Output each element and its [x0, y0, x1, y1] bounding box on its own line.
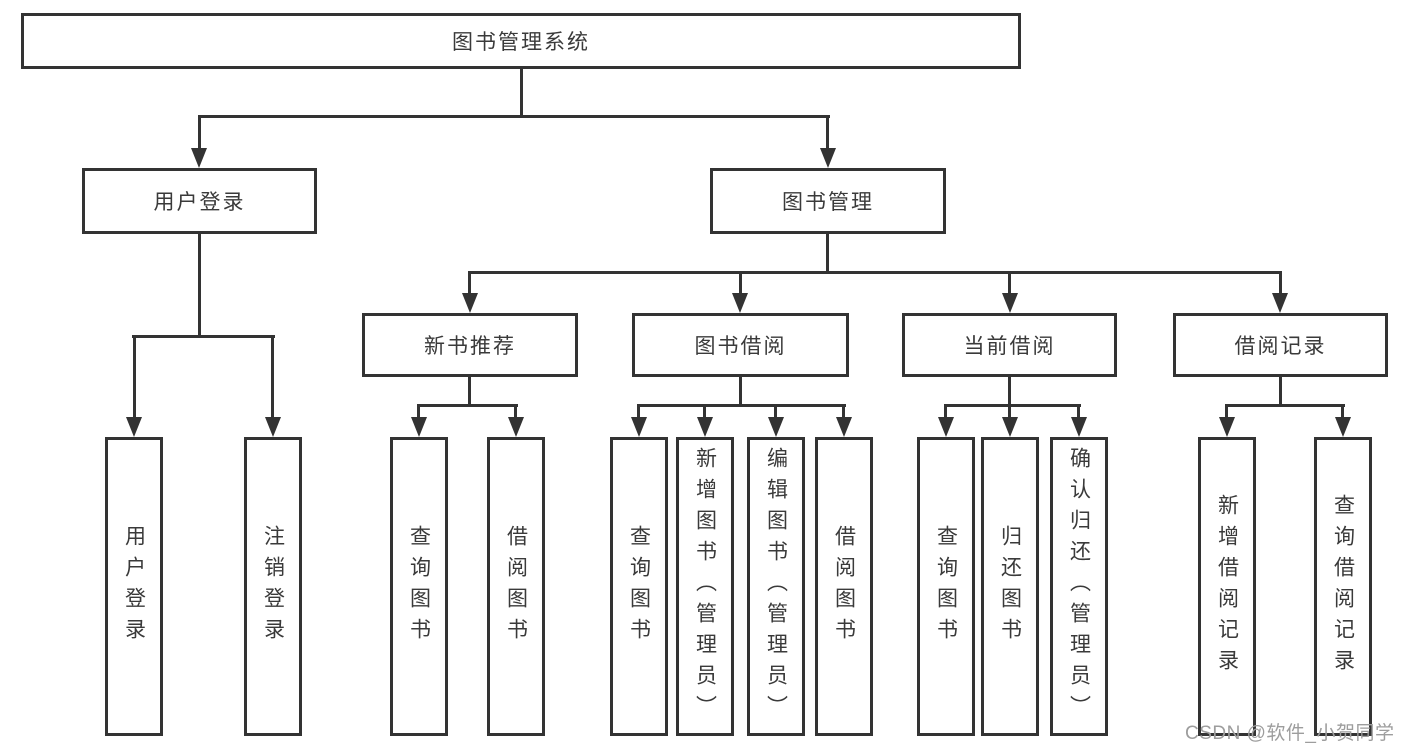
connector-line — [271, 335, 274, 417]
connector-line — [944, 404, 1081, 407]
arrow-down-icon — [768, 417, 784, 437]
arrow-down-icon — [411, 417, 427, 437]
leaf-label: 用户登录 — [122, 524, 146, 649]
arrow-down-icon — [820, 148, 836, 168]
node-library-system: 图书管理系统 — [21, 13, 1021, 69]
leaf-label: 归还图书 — [998, 524, 1022, 649]
connector-line — [703, 404, 706, 417]
arrow-down-icon — [1002, 417, 1018, 437]
leaf-edit-books-admin: 编辑图书（管理员） — [747, 437, 805, 736]
leaf-add-borrow-record: 新增借阅记录 — [1198, 437, 1256, 736]
arrow-down-icon — [1002, 293, 1018, 313]
connector-line — [198, 115, 830, 118]
connector-line — [198, 234, 201, 337]
node-new-book-recommend: 新书推荐 — [362, 313, 578, 377]
connector-line — [1008, 404, 1011, 417]
connector-line — [468, 271, 1282, 274]
node-label: 图书管理 — [782, 191, 874, 214]
leaf-query-books-recommend: 查询图书 — [390, 437, 448, 736]
leaf-borrow-books-recommend: 借阅图书 — [487, 437, 545, 736]
arrow-down-icon — [1071, 417, 1087, 437]
leaf-label: 查询图书 — [627, 524, 651, 649]
connector-line — [1279, 271, 1282, 293]
leaf-query-books-current: 查询图书 — [917, 437, 975, 736]
leaf-label: 查询图书 — [934, 524, 958, 649]
node-label: 图书借阅 — [694, 335, 787, 358]
connector-line — [1225, 404, 1345, 407]
node-book-borrowing: 图书借阅 — [632, 313, 849, 377]
connector-line — [739, 377, 742, 406]
connector-line — [637, 404, 846, 407]
arrow-down-icon — [1219, 417, 1235, 437]
connector-line — [1341, 404, 1344, 417]
node-label: 用户登录 — [153, 191, 246, 214]
leaf-label: 查询借阅记录 — [1331, 493, 1355, 680]
connector-line — [842, 404, 845, 417]
node-current-borrowing: 当前借阅 — [902, 313, 1117, 377]
connector-line — [637, 404, 640, 417]
leaf-return-books: 归还图书 — [981, 437, 1039, 736]
node-borrowing-records: 借阅记录 — [1173, 313, 1388, 377]
connector-line — [1225, 404, 1228, 417]
arrow-down-icon — [191, 148, 207, 168]
connector-line — [132, 335, 275, 338]
csdn-watermark: CSDN @软件_小贺同学 — [1185, 723, 1395, 744]
arrow-down-icon — [265, 417, 281, 437]
connector-line — [1008, 377, 1011, 406]
node-book-management: 图书管理 — [710, 168, 946, 234]
node-label: 新书推荐 — [424, 335, 516, 358]
leaf-query-books-borrowing: 查询图书 — [610, 437, 668, 736]
node-label: 图书管理系统 — [452, 31, 590, 54]
leaf-logout: 注销登录 — [244, 437, 302, 736]
connector-line — [468, 271, 471, 293]
connector-line — [133, 335, 136, 417]
arrow-down-icon — [1335, 417, 1351, 437]
connector-line — [198, 115, 201, 148]
leaf-label: 注销登录 — [261, 524, 285, 649]
arrow-down-icon — [126, 417, 142, 437]
leaf-label: 查询图书 — [407, 524, 431, 649]
connector-line — [1077, 404, 1080, 417]
connector-line — [514, 404, 517, 417]
leaf-add-books-admin: 新增图书（管理员） — [676, 437, 734, 736]
leaf-confirm-return-admin: 确认归还（管理员） — [1050, 437, 1108, 736]
connector-line — [520, 69, 523, 118]
leaf-label: 新增借阅记录 — [1215, 493, 1239, 680]
leaf-label: 编辑图书（管理员） — [764, 447, 788, 726]
arrow-down-icon — [836, 417, 852, 437]
connector-line — [826, 115, 829, 148]
arrow-down-icon — [697, 417, 713, 437]
arrow-down-icon — [1272, 293, 1288, 313]
connector-line — [468, 377, 471, 406]
connector-line — [1008, 271, 1011, 293]
node-user-login: 用户登录 — [82, 168, 317, 234]
arrow-down-icon — [631, 417, 647, 437]
leaf-label: 借阅图书 — [504, 524, 528, 649]
leaf-user-login: 用户登录 — [105, 437, 163, 736]
leaf-label: 借阅图书 — [832, 524, 856, 649]
connector-line — [417, 404, 420, 417]
connector-line — [739, 271, 742, 293]
arrow-down-icon — [508, 417, 524, 437]
leaf-label: 确认归还（管理员） — [1067, 447, 1091, 726]
node-label: 当前借阅 — [963, 335, 1056, 358]
arrow-down-icon — [462, 293, 478, 313]
connector-line — [774, 404, 777, 417]
connector-line — [417, 404, 518, 407]
connector-line — [826, 234, 829, 274]
arrow-down-icon — [732, 293, 748, 313]
node-label: 借阅记录 — [1234, 335, 1327, 358]
arrow-down-icon — [938, 417, 954, 437]
leaf-query-borrow-record: 查询借阅记录 — [1314, 437, 1372, 736]
leaf-label: 新增图书（管理员） — [693, 447, 717, 726]
leaf-borrow-books: 借阅图书 — [815, 437, 873, 736]
connector-line — [1279, 377, 1282, 406]
connector-line — [944, 404, 947, 417]
